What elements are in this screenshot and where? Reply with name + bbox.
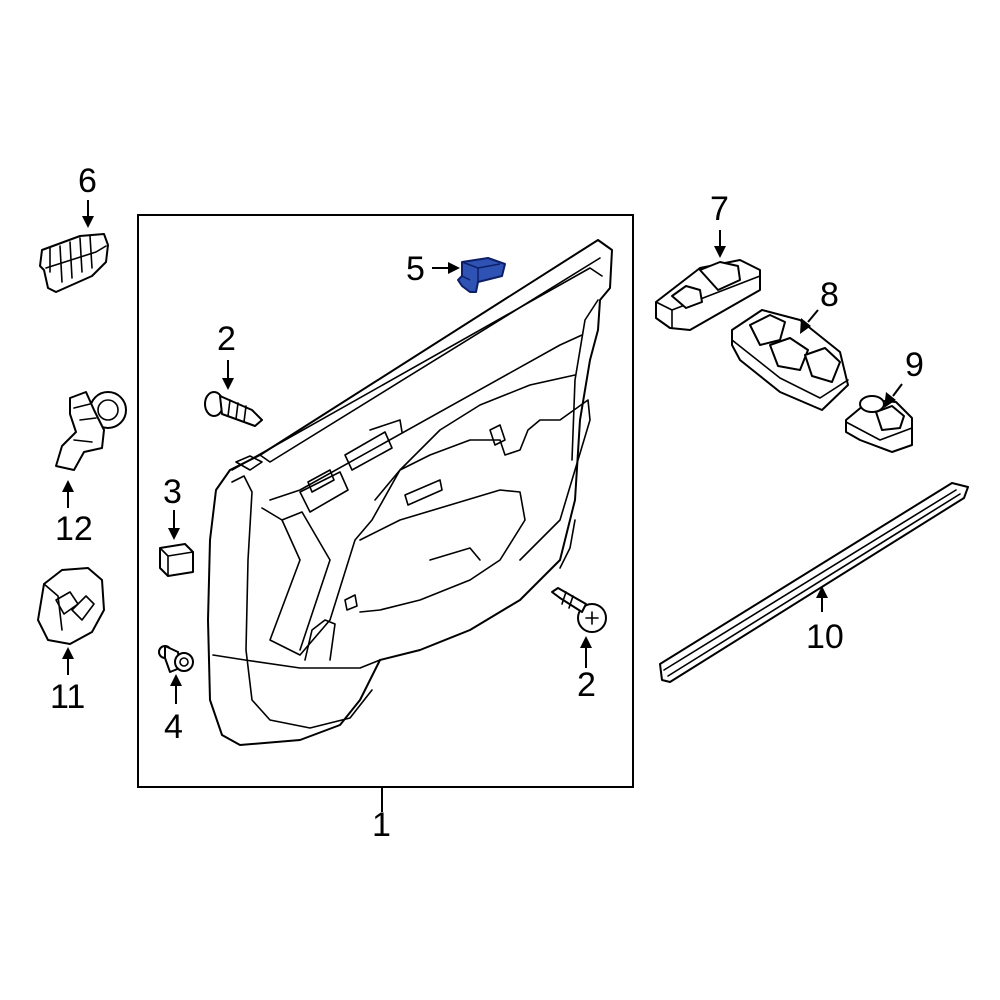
callout-7: 7 [710,190,729,228]
callout-4: 4 [164,708,183,746]
callout-5: 5 [406,250,425,288]
callout-6: 6 [78,162,97,200]
switch-bracket[interactable] [39,233,109,293]
highlighted-bracket[interactable] [457,257,506,293]
lower-bracket[interactable] [37,567,105,645]
speaker-bracket[interactable] [55,391,127,471]
callout-10: 10 [806,618,844,656]
grommet[interactable] [158,645,194,673]
retainer-clip[interactable] [159,543,194,577]
window-switch-master[interactable] [655,259,761,331]
leader-lines [62,200,903,812]
callout-9: 9 [905,346,924,384]
callout-1: 1 [372,806,391,844]
screw-upper-left[interactable] [204,391,263,427]
window-switch-multi[interactable] [731,309,849,411]
callout-3: 3 [163,473,182,511]
callout-11: 11 [50,678,85,716]
weatherstrip[interactable] [659,482,969,683]
assembly-frame [137,214,634,788]
screw-lower-right[interactable] [551,587,607,633]
callout-2-upper: 2 [217,320,236,358]
door-trim-panel[interactable] [207,239,613,746]
window-switch-single[interactable] [845,395,913,453]
callout-12: 12 [55,510,93,548]
callout-2-lower: 2 [577,666,596,704]
callout-8: 8 [820,276,839,314]
